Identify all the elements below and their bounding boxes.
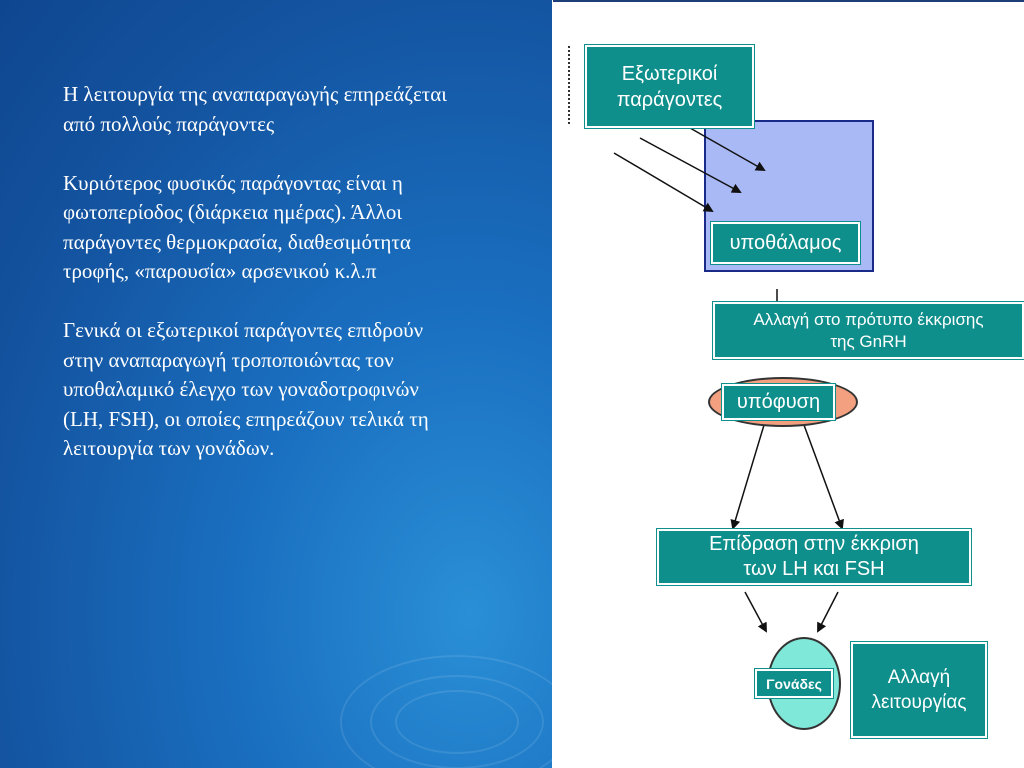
lh-fsh-line1: Επίδραση στην έκκριση [709, 533, 919, 555]
hypothalamus-label: υποθάλαμος [711, 222, 860, 264]
lh-fsh-effect-box: Επίδραση στην έκκριση των LH και FSH [657, 529, 971, 585]
gonad-arrow-right [817, 591, 839, 633]
paragraph-photoperiod: Κυριότερος φυσικός παράγοντας είναι η φω… [63, 170, 411, 284]
gonad-arrow-left [744, 591, 767, 633]
gnrh-change-box: Αλλαγή στο πρότυπο έκκρισης της GnRH [713, 302, 1024, 359]
factor-arrow-2 [639, 137, 742, 193]
pituitary-label: υπόφυση [722, 384, 835, 420]
dotted-marker [568, 46, 571, 124]
gnrh-change-line1: Αλλαγή στο πρότυπο έκκρισης [753, 309, 984, 329]
external-factors-line2: παράγοντες [616, 88, 723, 111]
gonads-label: Γονάδες [755, 669, 833, 698]
left-text-panel: Η λειτουργία της αναπαραγωγής επηρεάζετα… [0, 0, 552, 768]
pituitary-arrow-right [803, 424, 844, 530]
factor-arrow-1 [689, 127, 766, 171]
function-change-box: Αλλαγή λειτουργίας [851, 642, 987, 738]
gnrh-change-line2: της GnRH [830, 331, 907, 351]
factor-arrow-3 [613, 152, 714, 213]
function-change-line2: λειτουργίας [871, 692, 967, 713]
lh-fsh-line2: των LH και FSH [743, 558, 885, 580]
function-change-line1: Αλλαγή [887, 667, 951, 688]
pituitary-arrow-left [730, 424, 765, 530]
top-divider-line [553, 0, 1024, 2]
left-text: Η λειτουργία της αναπαραγωγής επηρεάζετα… [63, 80, 453, 493]
external-factors-box: Εξωτερικοί παράγοντες [585, 45, 754, 128]
paragraph-intro: Η λειτουργία της αναπαραγωγής επηρεάζετα… [63, 82, 447, 136]
external-factors-line1: Εξωτερικοί [621, 62, 718, 85]
ripple-decoration [340, 655, 552, 768]
paragraph-summary: Γενικά οι εξωτερικοί παράγοντες επιδρούν… [63, 318, 429, 460]
